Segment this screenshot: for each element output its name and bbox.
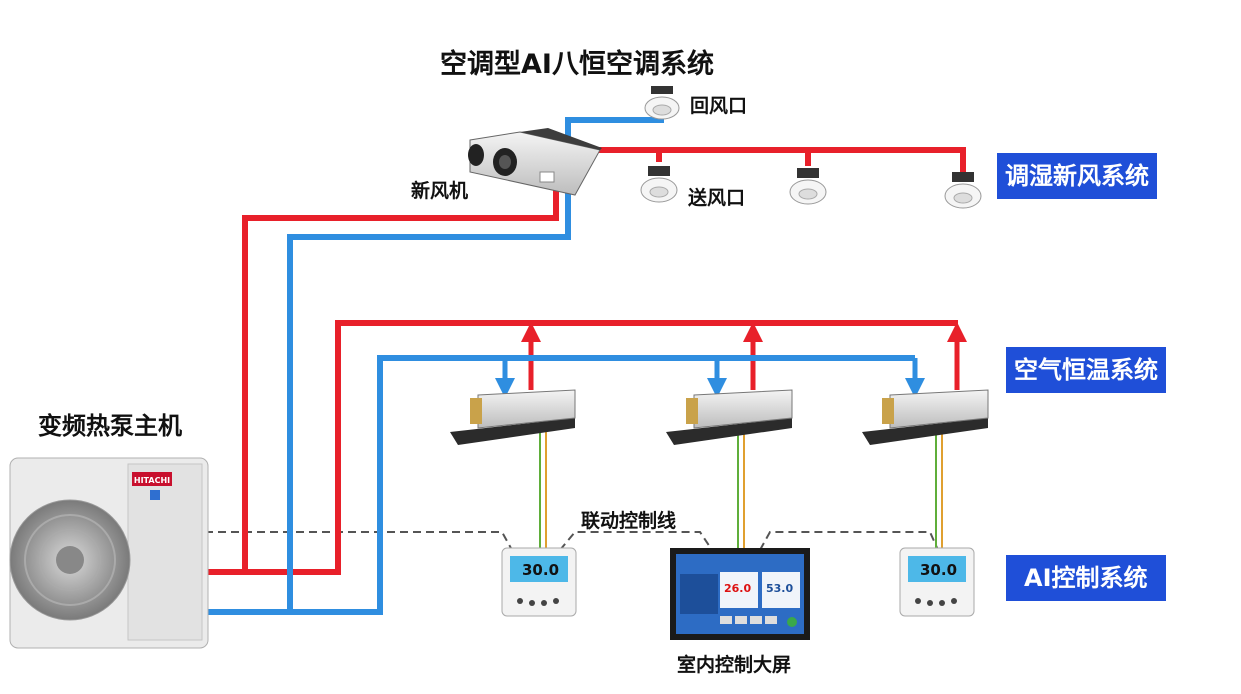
fresh-air-unit xyxy=(468,128,602,196)
brand-logo-text: HITACHI xyxy=(134,476,170,485)
thermostat-left-temp: 30.0 xyxy=(522,561,559,579)
indoor-screen-label: 室内控制大屏 xyxy=(677,654,792,676)
link-control-line-label: 联动控制线 xyxy=(581,510,677,532)
fan-coil-unit-3 xyxy=(862,389,989,445)
thermostat-right: 30.0 xyxy=(899,547,975,617)
heat-pump-outdoor-unit: HITACHI xyxy=(9,457,209,649)
indoor-control-screen: 26.0 53.0 xyxy=(670,548,810,640)
tag-humidity-fresh-air: 调湿新风系统 xyxy=(997,153,1157,199)
fan-coil-unit-2 xyxy=(666,389,793,445)
fan-coil-unit-1 xyxy=(450,389,576,445)
supply-air-diffusers xyxy=(640,166,982,209)
tag-ai-control: AI控制系统 xyxy=(1006,555,1166,601)
fresh-air-unit-label: 新风机 xyxy=(411,180,469,202)
supply-air-label: 送风口 xyxy=(688,187,746,209)
thermostat-left: 30.0 xyxy=(501,547,577,617)
tag-constant-temp: 空气恒温系统 xyxy=(1006,347,1166,393)
control-line-dashed xyxy=(205,531,939,551)
screen-humidity: 53.0 xyxy=(766,582,793,595)
heat-pump-label: 变频热泵主机 xyxy=(38,412,182,440)
return-air-diffuser xyxy=(644,86,680,120)
thermostat-right-temp: 30.0 xyxy=(920,561,957,579)
page-title: 空调型AI八恒空调系统 xyxy=(440,49,714,80)
cold-pipe-drops xyxy=(495,358,925,398)
control-wires xyxy=(539,430,943,548)
screen-temp: 26.0 xyxy=(724,582,751,595)
return-air-label: 回风口 xyxy=(690,95,748,117)
